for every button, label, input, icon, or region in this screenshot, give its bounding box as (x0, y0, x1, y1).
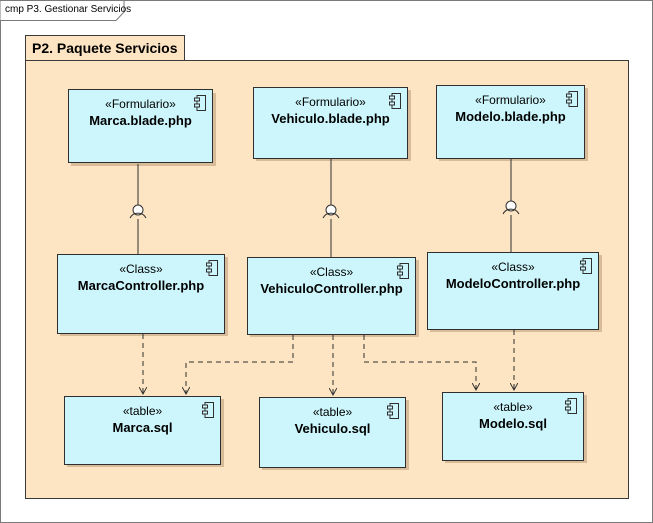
component-name: ModeloController.php (445, 276, 581, 291)
component-icon (397, 263, 409, 279)
component-icon (580, 258, 592, 274)
interface-marca[interactable] (129, 164, 147, 255)
component-modelo-sql[interactable]: «table» Modelo.sql (442, 392, 584, 461)
component-vehiculo-sql[interactable]: «table» Vehiculo.sql (259, 397, 406, 468)
component-icon (194, 95, 206, 111)
component-icon (206, 260, 218, 276)
component-stereotype: «Class» (309, 265, 354, 279)
component-icon (387, 403, 399, 419)
component-marca-controller[interactable]: «Class» MarcaController.php (57, 254, 225, 334)
component-name: Marca.sql (112, 420, 173, 435)
component-vehiculo-controller[interactable]: «Class» VehiculoController.php (247, 257, 416, 335)
dependency-vehiculocontroller-marca[interactable] (186, 335, 294, 394)
component-icon (565, 398, 577, 414)
package-tab[interactable]: P2. Paquete Servicios (25, 35, 185, 61)
component-name: VehiculoController.php (260, 281, 403, 296)
component-stereotype: «Formulario» (295, 95, 366, 109)
component-marca-blade[interactable]: «Formulario» Marca.blade.php (68, 89, 213, 163)
component-name: Modelo.blade.php (455, 109, 566, 124)
interface-vehiculo[interactable] (322, 159, 340, 258)
component-name: Vehiculo.sql (294, 421, 371, 436)
component-stereotype: «table» (493, 400, 533, 414)
component-icon (202, 402, 214, 418)
component-stereotype: «table» (312, 405, 353, 419)
interface-modelo[interactable] (502, 159, 520, 253)
component-icon (389, 93, 401, 109)
component-stereotype: «Formulario» (475, 93, 546, 107)
component-vehiculo-blade[interactable]: «Formulario» Vehiculo.blade.php (253, 87, 408, 159)
component-name: Modelo.sql (479, 416, 547, 431)
component-stereotype: «Class» (491, 260, 535, 274)
component-icon (566, 91, 578, 107)
component-stereotype: «table» (122, 404, 163, 418)
component-marca-sql[interactable]: «table» Marca.sql (64, 396, 221, 465)
package-title: P2. Paquete Servicios (32, 40, 178, 56)
dependency-vehiculocontroller-modelo[interactable] (363, 335, 476, 390)
component-modelo-blade[interactable]: «Formulario» Modelo.blade.php (436, 85, 585, 159)
component-name: Marca.blade.php (89, 113, 192, 128)
component-stereotype: «Class» (119, 262, 163, 276)
component-name: Vehiculo.blade.php (271, 111, 390, 126)
component-stereotype: «Formulario» (105, 97, 176, 111)
frame-tab-shape (0, 0, 125, 21)
component-name: MarcaController.php (77, 278, 205, 293)
frame-title: cmp P3. Gestionar Servicios (5, 4, 132, 15)
component-modelo-controller[interactable]: «Class» ModeloController.php (427, 252, 599, 330)
